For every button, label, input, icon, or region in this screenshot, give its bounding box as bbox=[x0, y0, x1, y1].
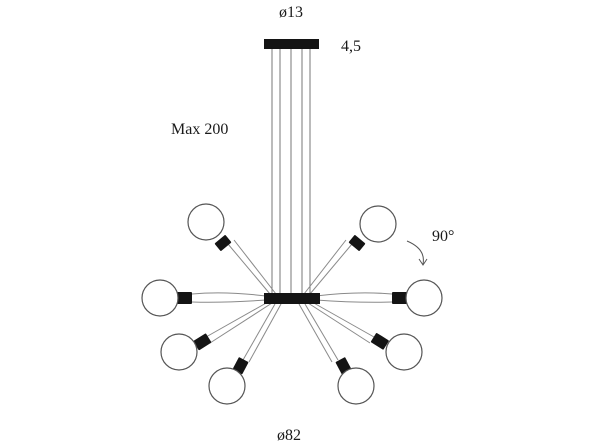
bulb-globe bbox=[208, 367, 246, 405]
canopy-diameter-label: ø13 bbox=[279, 4, 303, 21]
bulb-globe bbox=[359, 205, 397, 243]
bulb-lower-left bbox=[208, 357, 249, 405]
bulb-globe bbox=[187, 203, 225, 241]
bulb-socket bbox=[348, 235, 366, 251]
lamp-arms bbox=[191, 239, 393, 363]
bulb-socket bbox=[232, 357, 249, 375]
bulb-globe bbox=[405, 279, 443, 317]
bulb-mid-right bbox=[370, 333, 423, 371]
suspension-cords bbox=[271, 49, 311, 294]
rotation-arrow-icon bbox=[406, 240, 428, 266]
center-hub bbox=[264, 293, 320, 304]
bulb-upper-left bbox=[187, 203, 232, 251]
bulb-socket bbox=[177, 292, 192, 304]
total-diameter-label: ø82 bbox=[277, 427, 301, 444]
bulb-lower-right bbox=[335, 357, 375, 405]
bulb-right bbox=[392, 279, 443, 317]
bulb-socket bbox=[370, 333, 389, 350]
bulb-globe bbox=[160, 333, 198, 371]
ceiling-canopy bbox=[264, 39, 319, 49]
bulb-socket bbox=[392, 292, 407, 304]
bulb-globe bbox=[141, 279, 179, 317]
bulb-globe bbox=[385, 333, 423, 371]
arm-rotation-label: 90° bbox=[432, 228, 454, 245]
bulb-mid-left bbox=[160, 333, 212, 371]
canopy-height-label: 4,5 bbox=[341, 38, 361, 55]
max-drop-label: Max 200 bbox=[171, 121, 228, 138]
bulb-left bbox=[141, 279, 192, 317]
bulb-upper-right bbox=[348, 205, 397, 251]
bulb-globe bbox=[337, 367, 375, 405]
bulb-socket bbox=[193, 333, 212, 351]
bulb-socket bbox=[214, 235, 232, 251]
